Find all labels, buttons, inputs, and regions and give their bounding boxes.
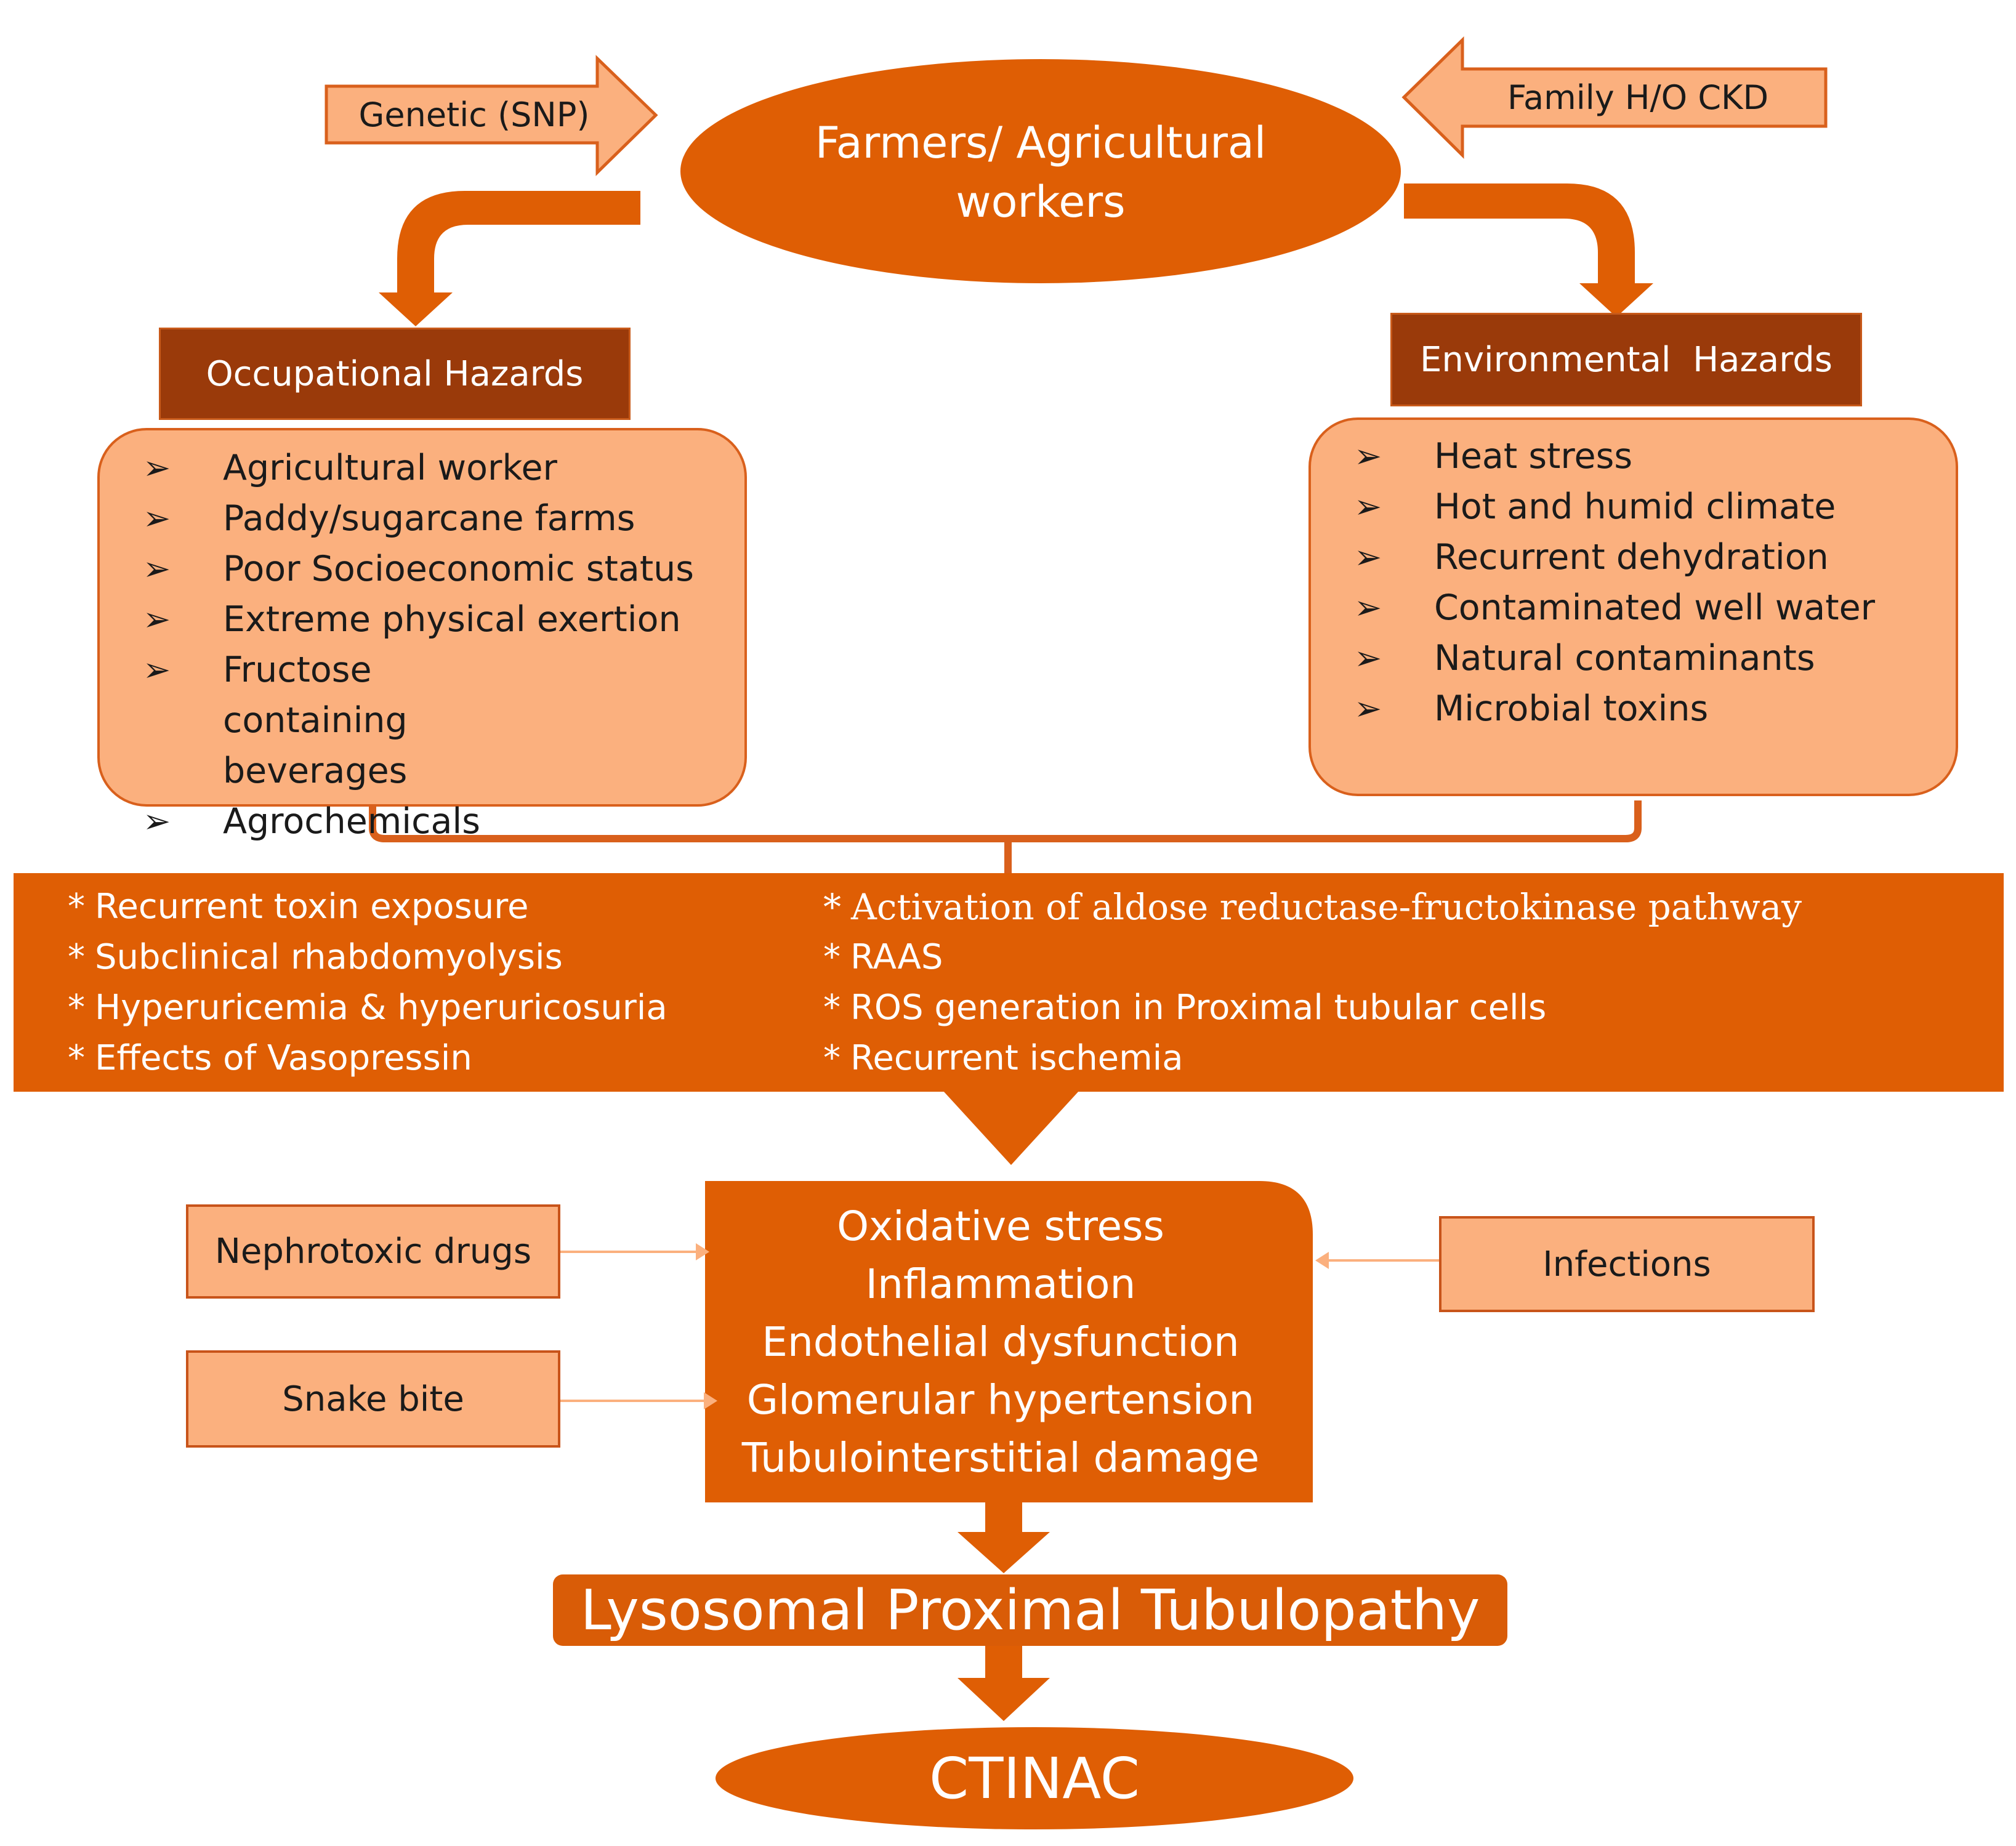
- occupational-header: Occupational Hazards: [159, 328, 631, 420]
- list-item: ➢Paddy/sugarcane farms: [100, 493, 744, 544]
- arrow-bullet-icon: ➢: [1354, 437, 1382, 475]
- family-arrow: [1401, 36, 1828, 159]
- arrow-bullet-icon: ➢: [143, 600, 171, 639]
- pathology-item: Inflammation: [865, 1260, 1136, 1308]
- infections-arrowhead: [1315, 1252, 1329, 1269]
- mechanism-item: *RAAS: [823, 937, 943, 977]
- mechanism-item: *Recurrent toxin exposure: [68, 887, 529, 927]
- environmental-list: ➢Heat stress ➢Hot and humid climate ➢Rec…: [1311, 431, 1956, 734]
- mechanism-item: *ROS generation in Proximal tubular cell…: [823, 988, 1547, 1028]
- central-ellipse: [680, 59, 1401, 283]
- nephrotoxic-box: Nephrotoxic drugs: [186, 1204, 560, 1299]
- pathology-item: Glomerular hypertension: [746, 1376, 1255, 1424]
- mechanism-item: *Effects of Vasopressin: [68, 1038, 472, 1078]
- mechanisms-band: [14, 873, 2004, 1092]
- mechanisms-left: *Recurrent toxin exposure *Subclinical r…: [68, 882, 807, 1084]
- central-label: Farmers/ Agricultural workers: [815, 118, 1267, 227]
- list-item: ➢Fructose containing beverages: [100, 645, 531, 796]
- list-item: ➢Hot and humid climate: [1311, 482, 1956, 532]
- asterisk-icon: *: [68, 1038, 85, 1078]
- family-label: Family H/O CKD: [1507, 78, 1769, 117]
- list-item: ➢Heat stress: [1311, 431, 1956, 482]
- arrow-bullet-icon: ➢: [1354, 639, 1382, 677]
- curved-arrow-right: [1404, 183, 1653, 317]
- nephrotoxic-arrowhead: [696, 1243, 709, 1260]
- ctinac-label: CTINAC: [929, 1745, 1140, 1812]
- occupational-list: ➢Agricultural worker ➢Paddy/sugarcane fa…: [100, 443, 744, 847]
- occupational-box: ➢Agricultural worker ➢Paddy/sugarcane fa…: [97, 428, 747, 842]
- pathology-item: Tubulointerstitial damage: [741, 1434, 1260, 1481]
- pathology-item: Endothelial dysfunction: [762, 1318, 1240, 1366]
- arrow-bullet-icon: ➢: [1354, 538, 1382, 576]
- list-item: ➢Agricultural worker: [100, 443, 744, 493]
- arrow-bullet-icon: ➢: [143, 549, 171, 588]
- snake-arrowhead: [704, 1392, 717, 1409]
- mechanism-item: *Hyperuricemia & hyperuricosuria: [68, 988, 667, 1028]
- list-item: ➢Agrochemicals: [100, 796, 744, 847]
- ctinac-ellipse: [716, 1727, 1353, 1829]
- asterisk-icon: *: [68, 937, 85, 977]
- pathology-item: Oxidative stress: [837, 1203, 1164, 1250]
- arrow-to-lpt: [958, 1502, 1050, 1573]
- mechanism-item: *Activation of aldose reductase-fructoki…: [823, 886, 1802, 928]
- list-item: ➢Contaminated well water: [1311, 582, 1956, 633]
- genetic-label: Genetic (SNP): [358, 95, 590, 134]
- arrow-bullet-icon: ➢: [1354, 689, 1382, 728]
- arrow-bullet-icon: ➢: [1354, 487, 1382, 526]
- mechanisms-right: *Activation of aldose reductase-fructoki…: [823, 882, 1993, 1084]
- arrow-bullet-icon: ➢: [143, 650, 171, 689]
- environmental-box: ➢Heat stress ➢Hot and humid climate ➢Rec…: [1308, 417, 1958, 796]
- list-item: ➢Extreme physical exertion: [100, 594, 744, 645]
- curved-arrow-left: [379, 191, 640, 326]
- environmental-header: Environmental Hazards: [1390, 313, 1862, 406]
- asterisk-icon: *: [823, 1038, 841, 1078]
- arrow-bullet-icon: ➢: [1354, 588, 1382, 627]
- asterisk-icon: *: [823, 988, 841, 1028]
- arrow-bullet-icon: ➢: [143, 499, 171, 538]
- mechanism-item: *Subclinical rhabdomyolysis: [68, 937, 563, 977]
- asterisk-icon: *: [68, 887, 85, 927]
- band-down-arrow: [943, 1091, 1079, 1165]
- list-item: ➢Recurrent dehydration: [1311, 532, 1956, 582]
- asterisk-icon: *: [823, 886, 841, 928]
- list-item: ➢Microbial toxins: [1311, 683, 1956, 734]
- list-item: ➢Poor Socioeconomic status: [100, 544, 744, 594]
- arrow-bullet-icon: ➢: [143, 802, 171, 840]
- infections-box: Infections: [1439, 1216, 1815, 1312]
- arrow-bullet-icon: ➢: [143, 448, 171, 487]
- lpt-box: Lysosomal Proximal Tubulopathy: [553, 1574, 1507, 1646]
- arrow-to-ctinac: [958, 1646, 1050, 1721]
- genetic-arrow: [325, 55, 658, 176]
- list-item: ➢Natural contaminants: [1311, 633, 1956, 683]
- snake-box: Snake bite: [186, 1350, 560, 1448]
- mechanism-item: *Recurrent ischemia: [823, 1038, 1183, 1078]
- pathology-box: [705, 1181, 1313, 1502]
- asterisk-icon: *: [68, 988, 85, 1028]
- pathology-list: Oxidative stress Inflammation Endothelia…: [705, 1198, 1296, 1487]
- asterisk-icon: *: [823, 937, 841, 977]
